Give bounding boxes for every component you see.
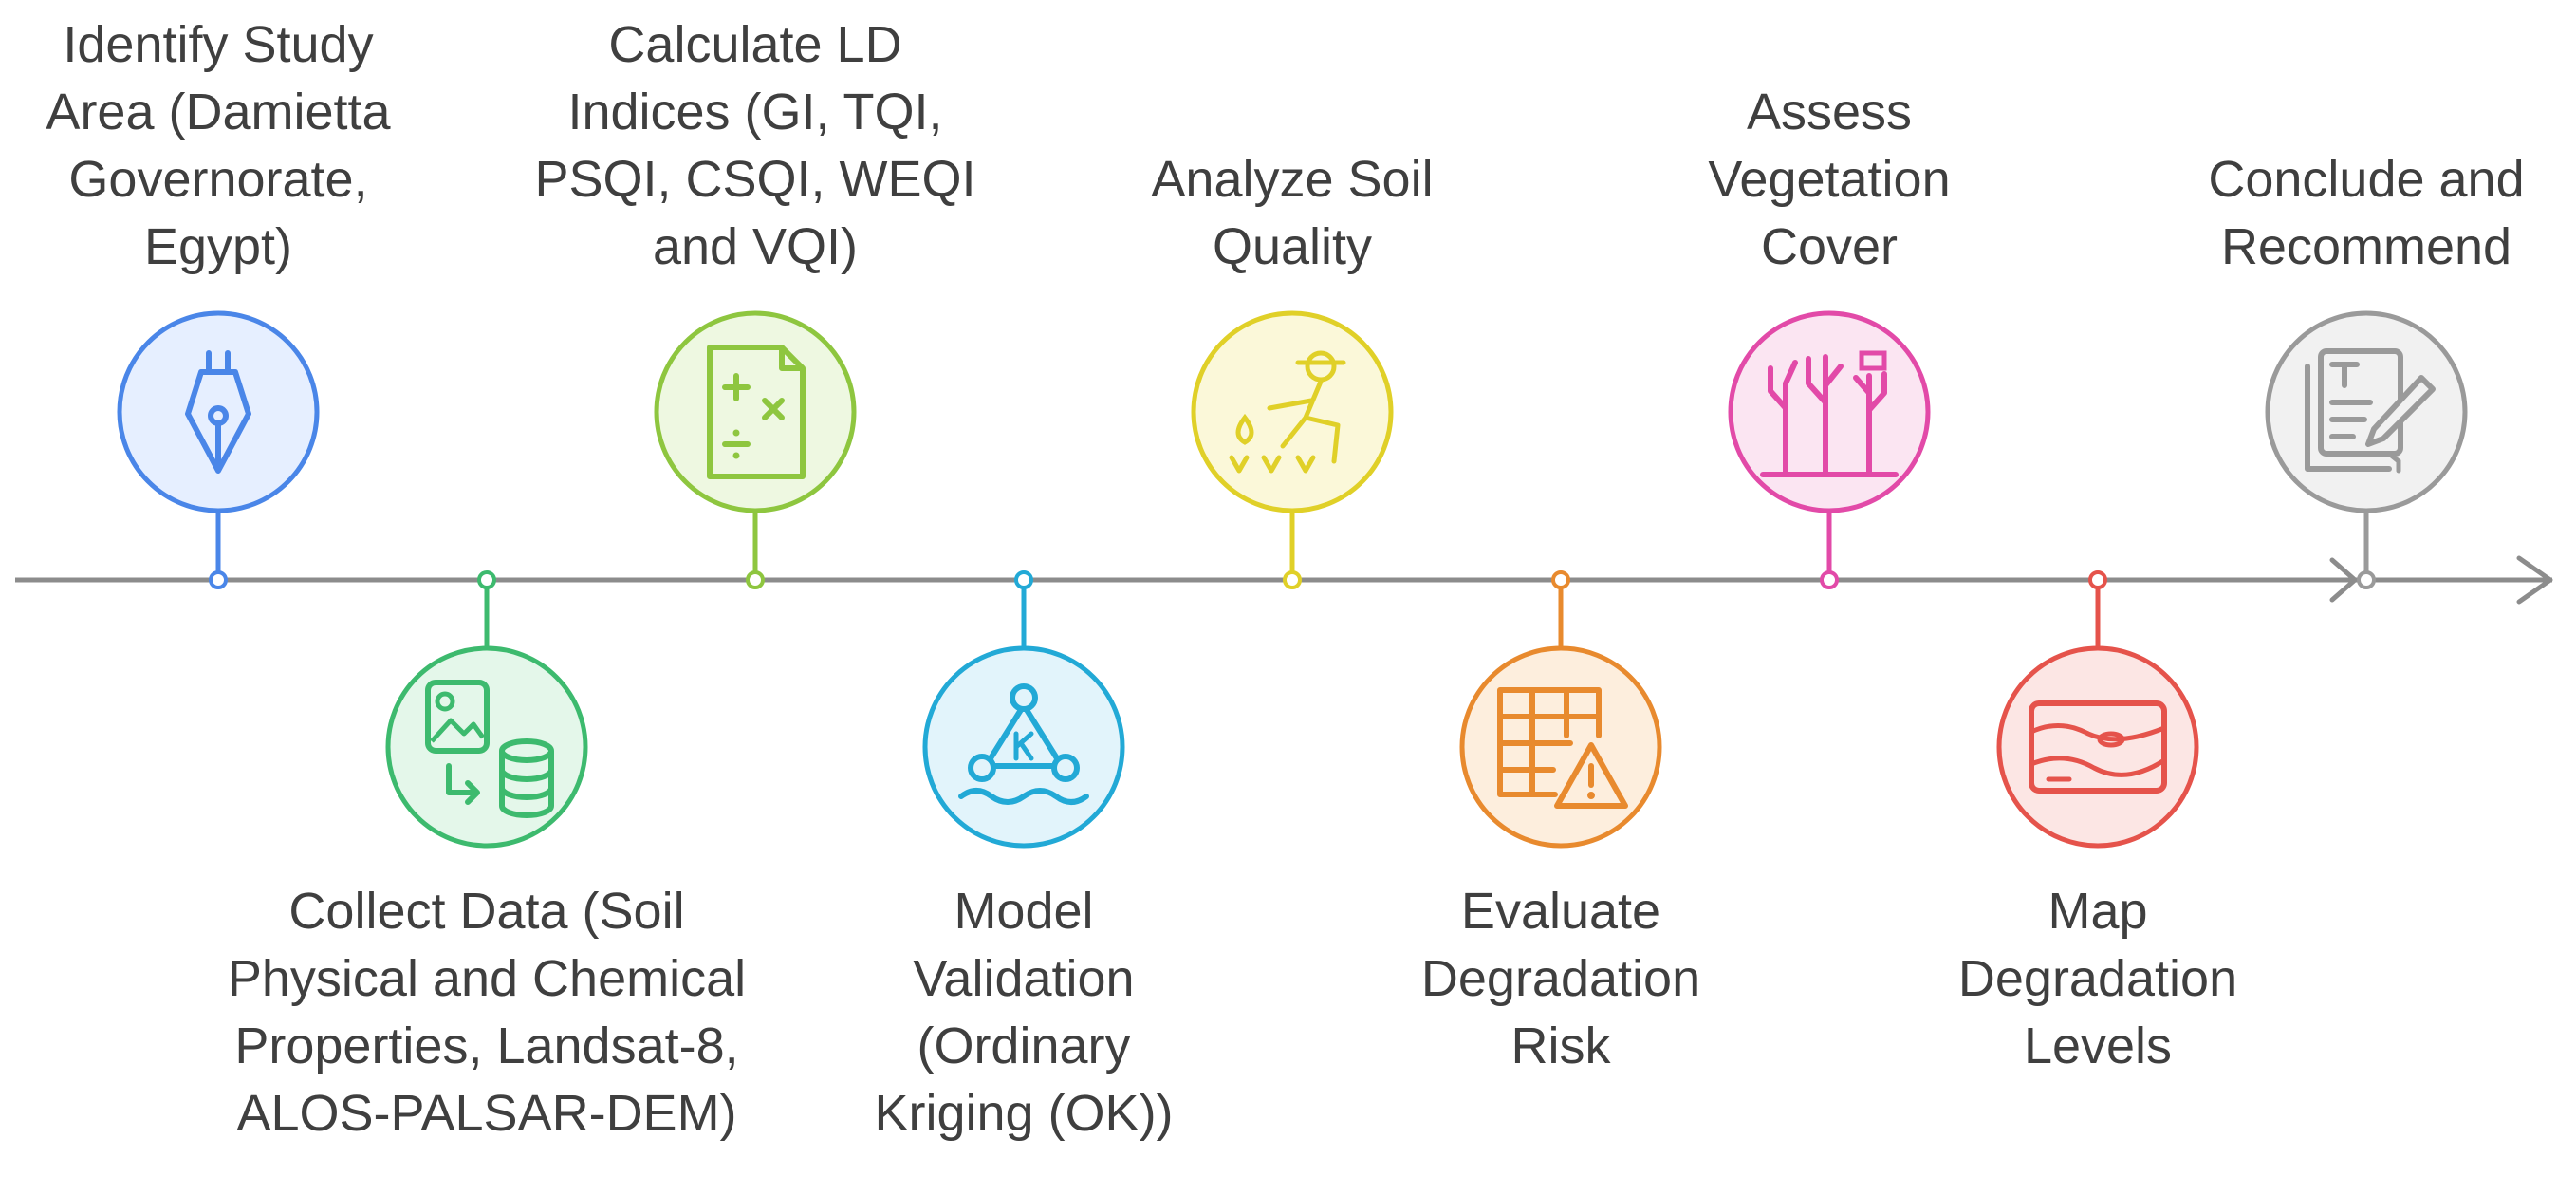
timeline-node xyxy=(477,570,496,589)
step-label: Calculate LD Indices (GI, TQI, PSQI, CSQ… xyxy=(534,16,976,275)
step-circle xyxy=(1996,645,2199,849)
step-label: Identify Study Area (Damietta Governorat… xyxy=(46,16,391,275)
timeline-step-7 xyxy=(1728,310,1931,589)
terrain-map-icon xyxy=(2029,700,2167,794)
timeline-end-chevron xyxy=(2329,557,2358,603)
timeline-step-9 xyxy=(2265,310,2468,589)
timeline-node xyxy=(209,570,228,589)
step-label: Analyze Soil Quality xyxy=(1151,151,1434,275)
step-circle xyxy=(117,310,320,513)
kriging-triangle-icon xyxy=(958,683,1089,805)
timeline-node xyxy=(746,570,765,589)
timeline-node xyxy=(1820,570,1839,589)
step-label: Evaluate Degradation Risk xyxy=(1420,883,1701,1074)
calculator-document-icon xyxy=(707,345,806,479)
timeline-step-5 xyxy=(1191,310,1394,589)
timeline-step-6 xyxy=(1459,570,1662,849)
step-label: Collect Data (Soil Physical and Chemical… xyxy=(227,883,747,1142)
timeline-node xyxy=(1283,570,1302,589)
timeline-arrowhead xyxy=(2516,555,2553,605)
timeline-step-2 xyxy=(385,570,588,849)
trees-icon xyxy=(1760,350,1899,477)
step-label: Conclude and Recommend xyxy=(2208,151,2525,275)
timeline-node xyxy=(1014,570,1033,589)
table-warning-icon xyxy=(1497,687,1628,809)
step-circle xyxy=(1728,310,1931,513)
timeline-step-8 xyxy=(1996,570,2199,849)
step-label: Assess Vegetation Cover xyxy=(1708,84,1951,275)
step-label: Map Degradation Levels xyxy=(1957,883,2238,1074)
step-circle xyxy=(654,310,857,513)
timeline-step-3 xyxy=(654,310,857,589)
farmer-soil-icon xyxy=(1229,350,1346,474)
timeline-step-1 xyxy=(117,310,320,589)
fountain-pen-icon xyxy=(185,350,251,474)
step-circle xyxy=(1459,645,1662,849)
timeline-step-4 xyxy=(922,570,1125,849)
image-to-database-icon xyxy=(425,680,554,818)
timeline-node xyxy=(2357,570,2376,589)
document-edit-icon xyxy=(2305,348,2436,474)
timeline-node xyxy=(2088,570,2107,589)
step-circle xyxy=(1191,310,1394,513)
timeline-node xyxy=(1551,570,1570,589)
step-label: Model Validation (Ordinary Kriging (OK)) xyxy=(874,883,1174,1142)
